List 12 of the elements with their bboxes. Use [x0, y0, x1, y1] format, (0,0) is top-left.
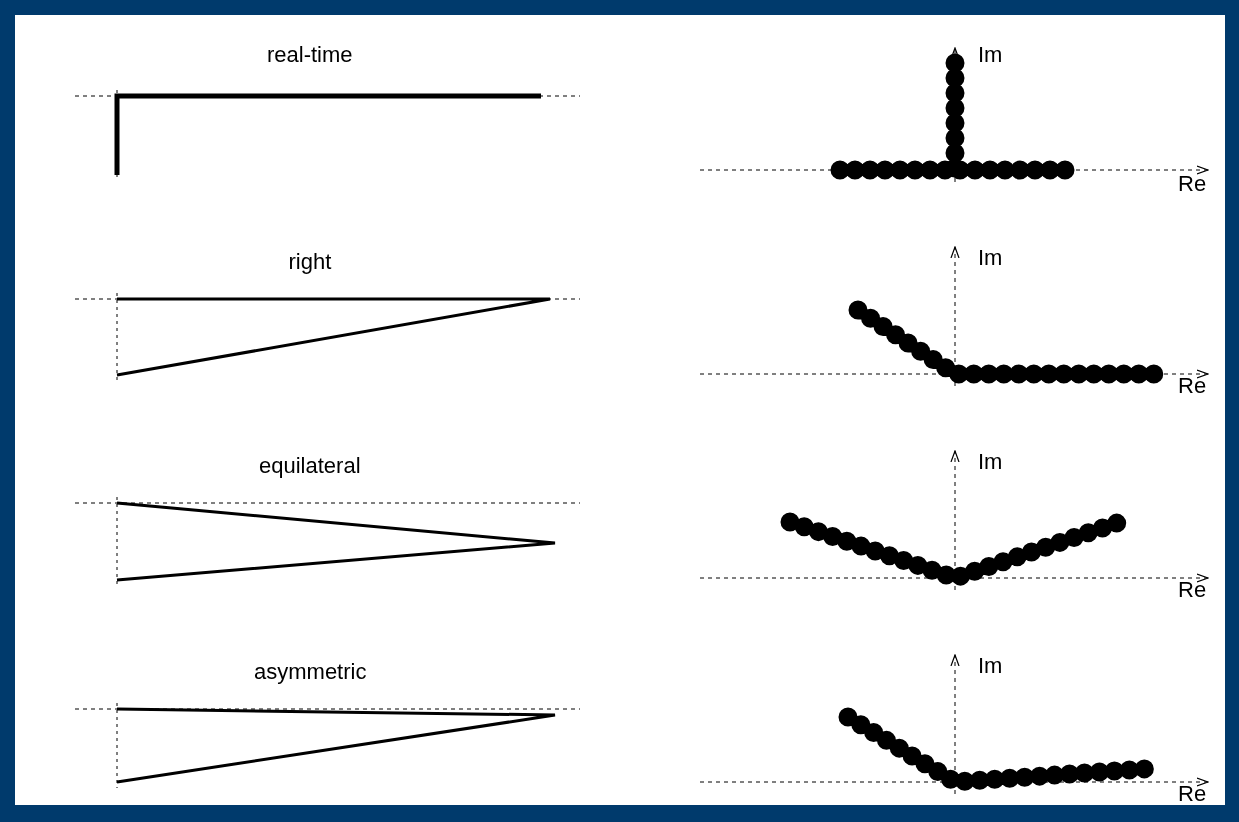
- panel-title: asymmetric: [254, 661, 367, 683]
- axis-label: Im: [978, 44, 1003, 66]
- axis-label: Im: [978, 451, 1003, 473]
- axis-label: Re: [1178, 173, 1207, 195]
- axis-label: Re: [1178, 783, 1207, 805]
- panel-title: right: [288, 251, 332, 273]
- panel-title: equilateral: [259, 455, 361, 477]
- panel-title: real-time: [267, 44, 353, 66]
- axis-label: Im: [978, 655, 1003, 677]
- axis-label: Im: [978, 247, 1003, 269]
- axis-label: Re: [1178, 579, 1207, 601]
- axis-label: Re: [1178, 375, 1207, 397]
